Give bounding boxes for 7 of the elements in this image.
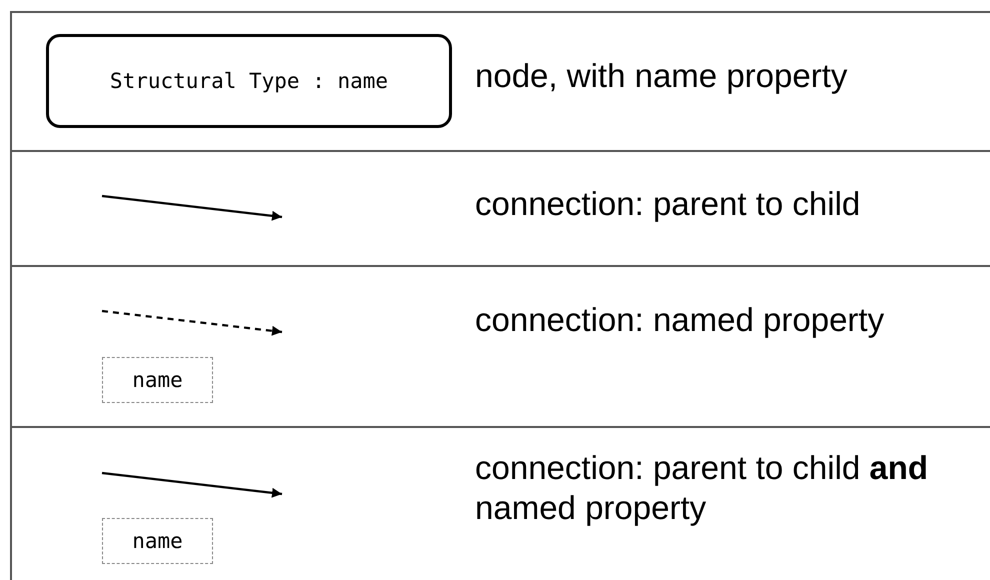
node-box: Structural Type : name bbox=[46, 34, 452, 128]
legend-description: connection: parent to child bbox=[475, 184, 862, 224]
property-name-box: name bbox=[102, 357, 213, 403]
legend-description: node, with name property bbox=[475, 56, 848, 96]
property-name-box: name bbox=[102, 518, 213, 564]
legend-description: connection: parent to child and named property bbox=[475, 448, 930, 528]
legend-description: connection: named property bbox=[475, 300, 886, 340]
